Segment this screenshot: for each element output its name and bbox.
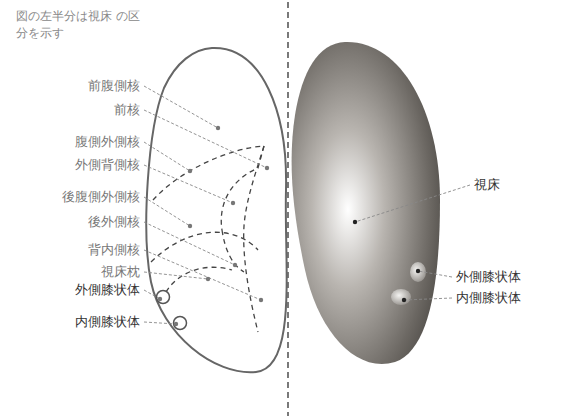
nucleus-borders [151,146,264,332]
mgn-outline [174,317,187,330]
leader-dot [174,322,178,326]
leader-line [144,86,218,128]
leader-dot [233,263,237,267]
part-label: 背内側核 [88,242,140,258]
lgn-3d [410,262,426,282]
leader-line [355,185,470,222]
leader-dot [231,201,235,205]
part-label: 前腹側核 [88,78,140,94]
leader-line [404,298,452,300]
thalamus-3d [292,42,440,364]
part-label: 内側膝状体 [75,314,140,330]
leader-dot [216,126,220,130]
leader-dot [206,277,210,281]
leader-dot [265,166,269,170]
leader-line [144,322,176,324]
leader-lines [144,86,470,326]
leader-dot [158,297,162,301]
leader-line [144,222,235,265]
midline [287,2,288,416]
lgn-outline [157,291,170,304]
leader-dot [353,220,357,224]
leader-line [144,165,233,203]
part-label: 視床 [474,177,500,193]
note-text: 図の左半分は視床 の区分を示す [16,8,146,42]
part-label: 腹側外側核 [75,134,140,150]
part-label: 外側膝状体 [75,282,140,298]
part-label: 外側背側核 [75,157,140,173]
part-label: 前核 [114,102,140,118]
leader-dot [188,224,192,228]
leader-line [144,197,190,226]
leader-line [144,290,160,299]
part-label: 視床枕 [101,264,140,280]
leader-dot [416,269,420,273]
leader-dot [402,298,406,302]
part-label: 内側膝状体 [456,290,521,306]
leader-dot [259,298,263,302]
thalamus-section-outline [146,48,286,372]
leader-line [418,271,452,277]
leader-line [144,110,267,168]
leader-line [144,250,261,300]
leader-line [144,142,190,171]
part-label: 後外側核 [88,214,140,230]
part-label: 後腹側外側核 [62,189,140,205]
leader-dot [188,169,192,173]
part-label: 外側膝状体 [456,269,521,285]
leader-line [144,272,208,279]
mgn-3d [391,289,411,305]
